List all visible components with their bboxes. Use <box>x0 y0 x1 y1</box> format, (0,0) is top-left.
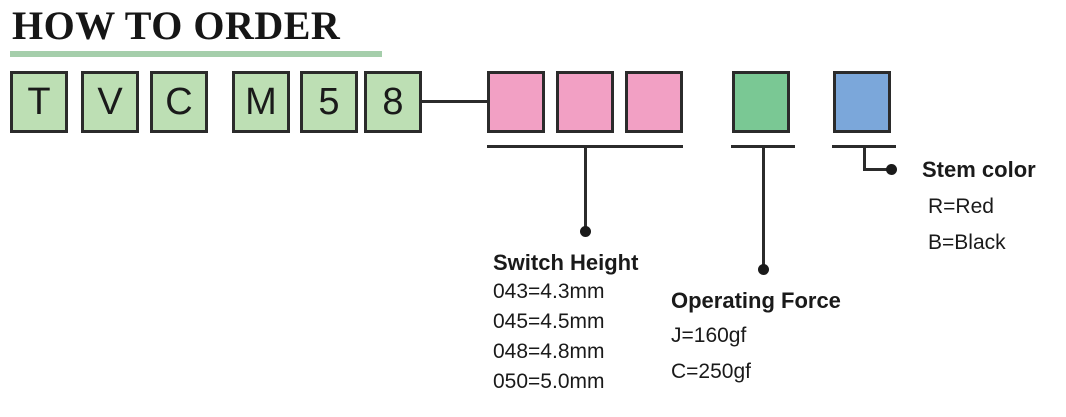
callout-switch-height-item-3: 048=4.8mm <box>493 340 605 363</box>
code-box-prefix-2[interactable]: V <box>81 71 139 133</box>
callout-operating-force-item-2: C=250gf <box>671 360 751 383</box>
connector-line <box>420 100 488 103</box>
code-box-prefix-1[interactable]: T <box>10 71 68 133</box>
callout-stem-color-title: Stem color <box>922 157 1036 182</box>
leader-operating-force <box>762 145 765 271</box>
code-box-height-3[interactable] <box>625 71 683 133</box>
leader-dot-switch-height <box>580 226 591 237</box>
leader-dot-stem-color <box>886 164 897 175</box>
code-box-prefix-4[interactable]: M <box>232 71 290 133</box>
callout-switch-height: Switch Height 043=4.3mm 045=4.5mm 048=4.… <box>493 249 638 397</box>
leader-switch-height <box>584 145 587 233</box>
leader-dot-operating-force <box>758 264 769 275</box>
code-box-height-1[interactable] <box>487 71 545 133</box>
leader-stem-color-vertical <box>863 145 866 171</box>
callout-operating-force-item-1: J=160gf <box>671 324 747 347</box>
callout-stem-color-item-2: B=Black <box>928 231 1006 254</box>
title-underline <box>10 51 382 57</box>
code-box-height-2[interactable] <box>556 71 614 133</box>
callout-operating-force: Operating Force J=160gf C=250gf <box>671 287 841 387</box>
code-box-prefix-3[interactable]: C <box>150 71 208 133</box>
callout-switch-height-title: Switch Height <box>493 250 639 275</box>
callout-switch-height-item-4: 050=5.0mm <box>493 370 605 393</box>
code-box-stem-color[interactable] <box>833 71 891 133</box>
leader-stem-color-horizontal <box>863 168 893 171</box>
page-title: HOW TO ORDER <box>12 3 341 48</box>
callout-switch-height-item-2: 045=4.5mm <box>493 310 605 333</box>
code-box-prefix-6[interactable]: 8 <box>364 71 422 133</box>
callout-stem-color-item-1: R=Red <box>928 195 994 218</box>
callout-operating-force-title: Operating Force <box>671 288 841 313</box>
code-box-prefix-5[interactable]: 5 <box>300 71 358 133</box>
callout-stem-color: Stem color R=Red B=Black <box>922 156 1036 258</box>
code-box-operating-force[interactable] <box>732 71 790 133</box>
callout-switch-height-item-1: 043=4.3mm <box>493 280 605 303</box>
